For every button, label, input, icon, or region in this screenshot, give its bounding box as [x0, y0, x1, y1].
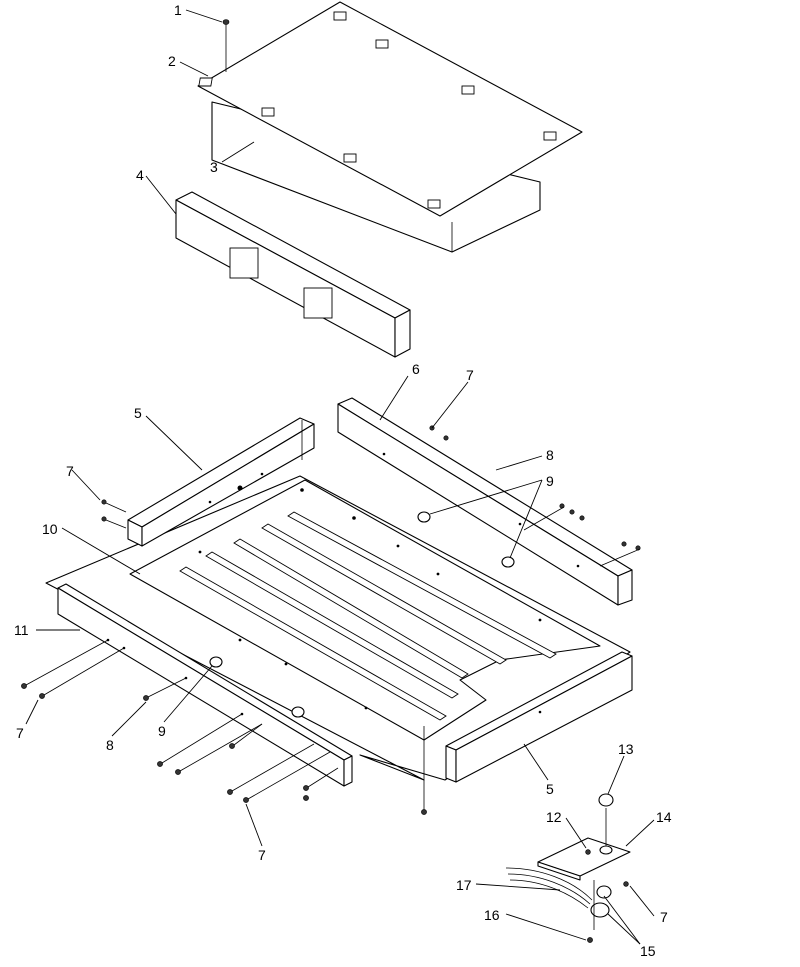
part-14-plate-assembly — [537, 808, 631, 881]
callout-14: 14 — [656, 809, 672, 825]
callout-7-subassembly: 7 — [660, 909, 668, 925]
callout-5-upper: 5 — [134, 405, 142, 421]
part-15-clamps — [590, 880, 612, 930]
part-13-nut — [598, 793, 614, 807]
callout-6: 6 — [412, 361, 420, 377]
callout-3: 3 — [210, 159, 218, 175]
callout-4: 4 — [136, 167, 144, 183]
part-5-left-bracket — [127, 417, 315, 547]
leader-lines — [25, 9, 655, 945]
callout-1: 1 — [174, 2, 182, 18]
callout-7-lower-left: 7 — [16, 725, 24, 741]
callout-12: 12 — [546, 809, 562, 825]
part-9-clips — [209, 511, 515, 718]
part-1-screw — [222, 19, 230, 72]
callout-8-right: 8 — [546, 447, 554, 463]
part-7-bolts — [21, 425, 641, 815]
callout-7-top-right: 7 — [466, 367, 474, 383]
callout-15: 15 — [640, 943, 656, 959]
part-2-top-plate — [197, 1, 583, 217]
callout-5-lower: 5 — [546, 781, 554, 797]
callout-9-lower: 9 — [158, 723, 166, 739]
part-4-front-block — [175, 191, 411, 358]
callout-2: 2 — [168, 53, 176, 69]
part-6-right-bracket — [337, 397, 633, 606]
callout-7-bottom: 7 — [258, 847, 266, 863]
part-5-front-bracket — [445, 651, 633, 783]
callout-10: 10 — [42, 521, 58, 537]
part-12-screw — [585, 849, 591, 855]
callout-16: 16 — [484, 907, 500, 923]
callout-13: 13 — [618, 741, 634, 757]
part-16-bolt — [587, 937, 593, 943]
callout-9-right: 9 — [546, 473, 554, 489]
part-7-small-bolt — [623, 881, 629, 887]
part-10-floor-pan — [45, 475, 631, 810]
callout-11: 11 — [14, 622, 29, 638]
part-17-cable — [505, 867, 593, 909]
callout-8-lower: 8 — [106, 737, 114, 753]
callout-labels: 1 2 3 4 5 6 7 8 9 7 10 11 7 8 9 5 7 13 1… — [14, 2, 672, 959]
callout-7-left: 7 — [66, 463, 74, 479]
part-11-front-trim — [57, 583, 353, 787]
callout-17: 17 — [456, 877, 472, 893]
